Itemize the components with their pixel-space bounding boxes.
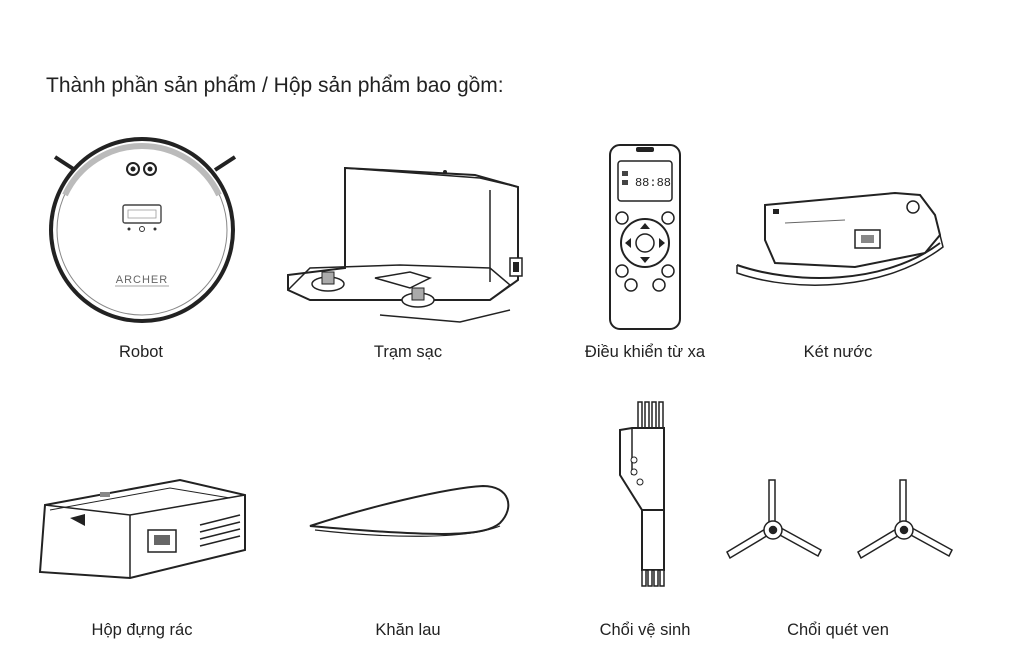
item-charging-dock	[280, 150, 530, 330]
side-brush-icon	[722, 470, 957, 570]
label-mop-cloth: Khăn lau	[375, 621, 441, 639]
label-charging-dock: Trạm sạc	[373, 343, 443, 361]
label-robot: Robot	[118, 343, 164, 361]
item-side-brush	[722, 470, 957, 570]
robot-brand-text: ARCHER	[116, 274, 168, 286]
water-tank-icon	[735, 185, 950, 290]
remote-control-icon: 88:88	[608, 143, 683, 333]
cleaning-brush-icon	[612, 400, 672, 590]
item-cleaning-brush	[612, 400, 672, 590]
item-robot: ARCHER	[45, 135, 245, 335]
label-dust-bin: Hộp đựng rác	[91, 621, 193, 639]
item-remote-control: 88:88	[608, 143, 683, 333]
label-side-brush: Chổi quét ven	[787, 621, 889, 639]
label-remote-control: Điều khiển từ xa	[584, 343, 706, 361]
item-dust-bin	[30, 470, 255, 585]
charging-dock-icon	[280, 150, 530, 330]
robot-vacuum-icon: ARCHER	[49, 137, 245, 323]
label-water-tank: Két nước	[803, 343, 873, 361]
item-water-tank	[735, 185, 950, 290]
page-title: Thành phần sản phẩm / Hộp sản phẩm bao g…	[46, 74, 504, 97]
label-cleaning-brush: Chổi vệ sinh	[599, 621, 691, 639]
item-mop-cloth	[305, 478, 520, 543]
remote-display-text: 88:88	[635, 176, 671, 190]
dust-bin-icon	[30, 470, 255, 585]
mop-cloth-icon	[305, 478, 520, 543]
